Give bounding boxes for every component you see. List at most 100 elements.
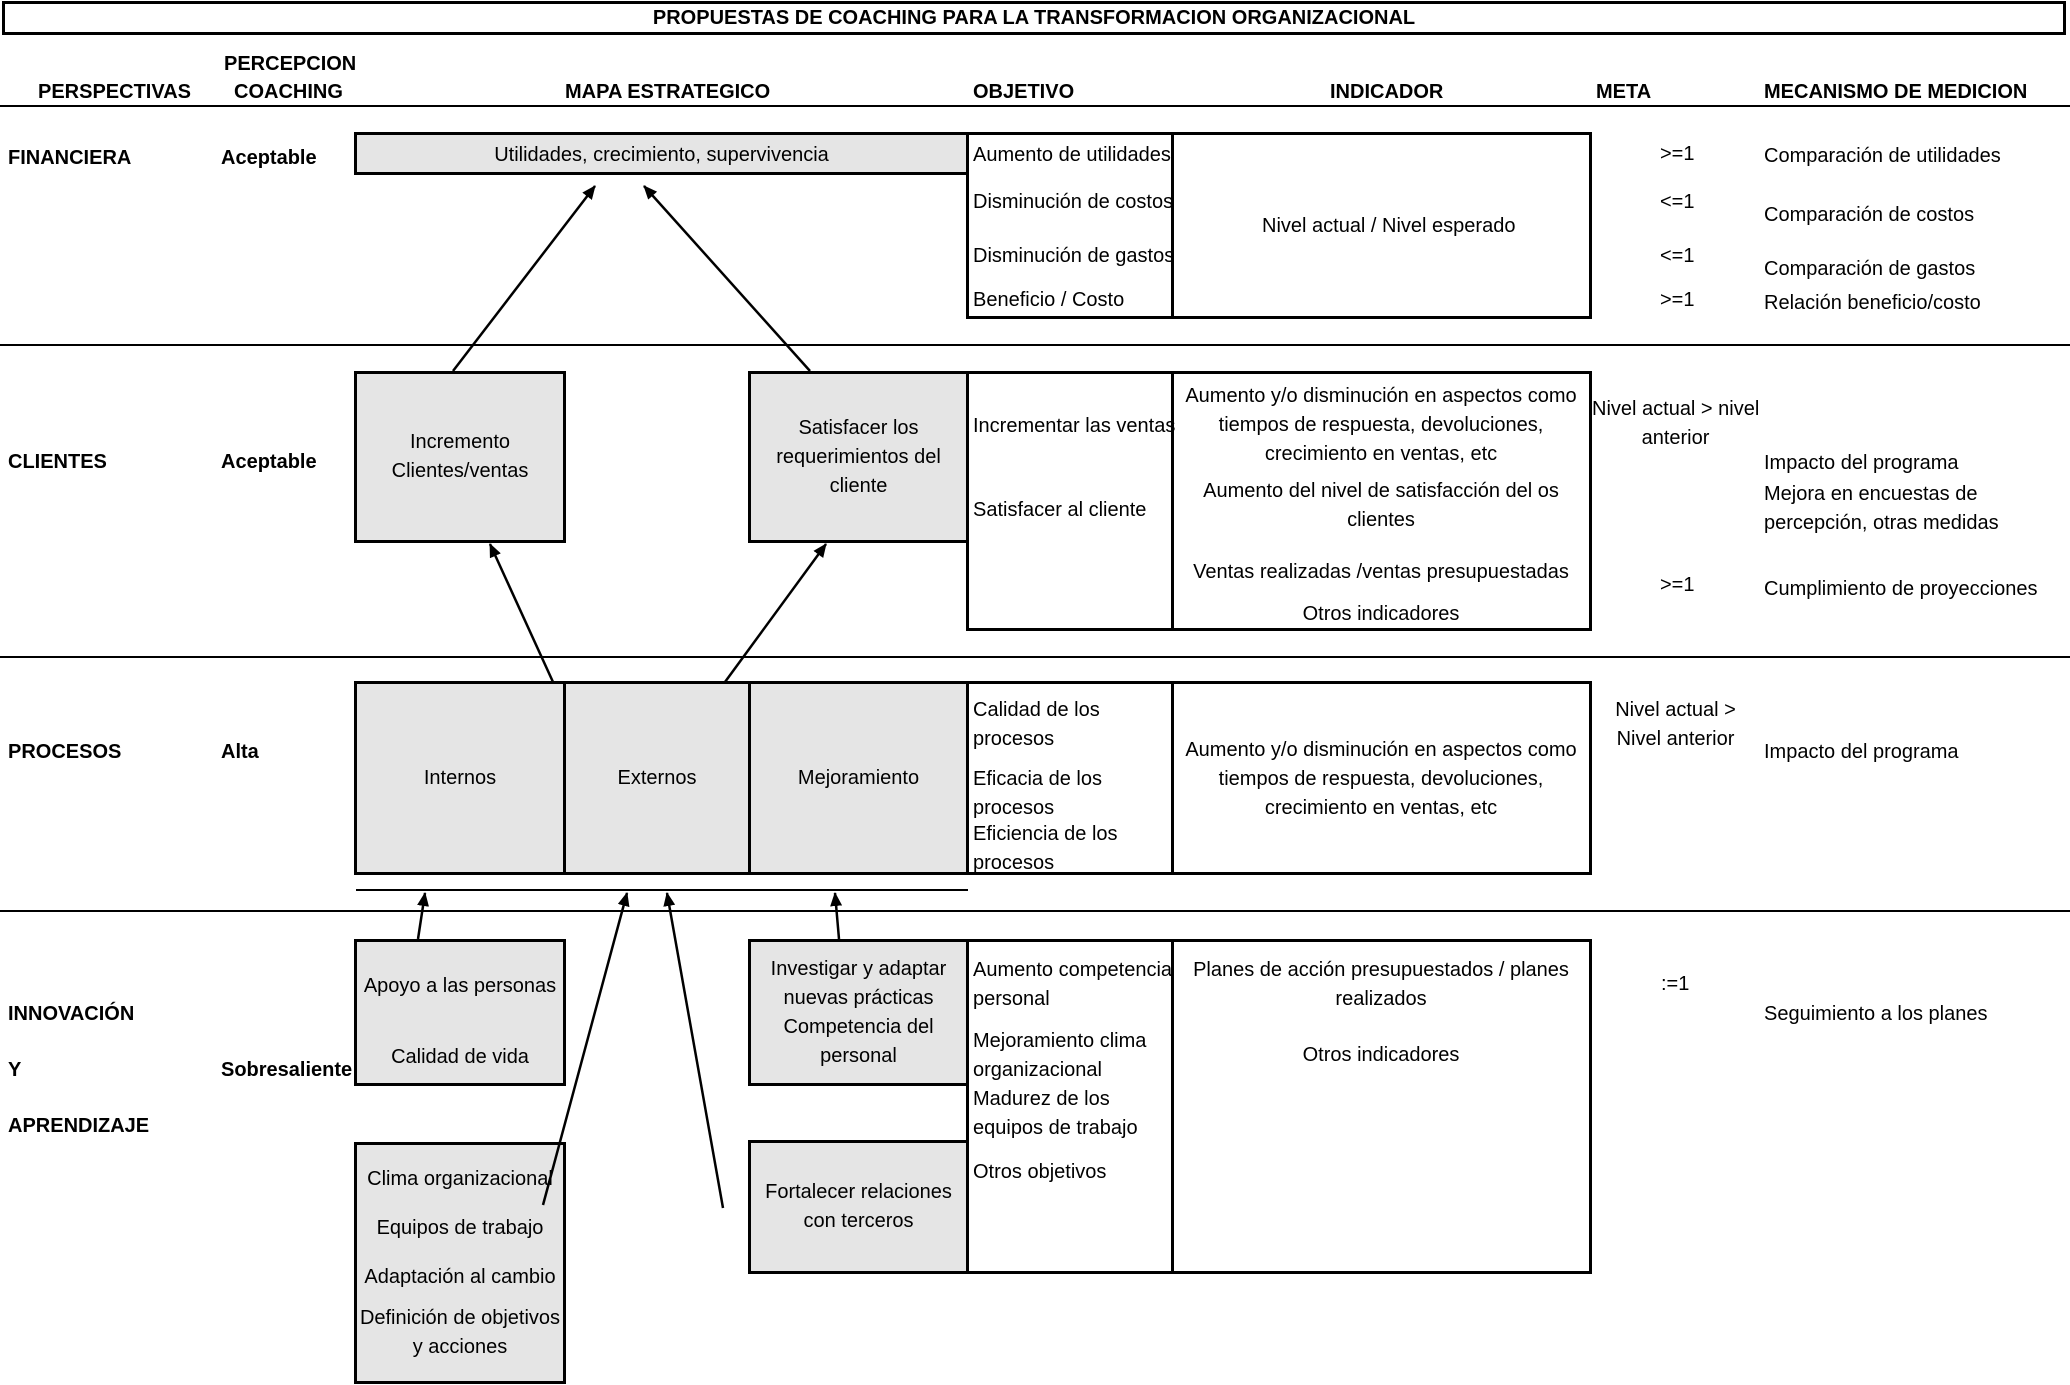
process-base-line — [356, 889, 968, 891]
obj-procesos-3: Eficiencia de los procesos — [973, 820, 1118, 878]
indicator-clientes-1: Aumento y/o disminución en aspectos como… — [1181, 382, 1581, 469]
row-divider-clientes — [0, 656, 2070, 658]
box-internos-label: Internos — [423, 766, 497, 789]
arrow-investigar-to-mejoramiento — [830, 892, 843, 940]
indicator-clientes-2-line-2: clientes — [1347, 509, 1415, 531]
row-divider-financiera — [0, 344, 2070, 346]
indicator-innovacion-1-line-2: realizados — [1335, 988, 1427, 1010]
mecanismo-clientes-2-line-1: Mejora en encuestas de — [1764, 483, 1978, 505]
percepcion-innovacion: Sobresaliente — [221, 1059, 353, 1081]
mecanismo-clientes-2-line-2: percepción, otras medidas — [1764, 512, 1999, 534]
box-mejoramiento-label: Mejoramiento — [797, 766, 920, 789]
indicator-clientes-1-line-2: tiempos de respuesta, devoluciones, — [1218, 414, 1544, 436]
box-incremento-line-2: Clientes/ventas — [391, 460, 529, 482]
indicator-financiera: Nivel actual / Nivel esperado — [1262, 215, 1516, 237]
perspective-financiera: FINANCIERA — [8, 147, 132, 169]
divider-financiera — [1171, 132, 1174, 319]
perspective-procesos: PROCESOS — [8, 741, 122, 763]
arrow-fortalecer-to-externos — [663, 892, 725, 1209]
box-clima-line-5: y acciones — [412, 1335, 508, 1358]
mecanismo-financiera-3: Comparación de gastos — [1764, 258, 1976, 280]
title-bar: PROPUESTAS DE COACHING PARA LA TRANSFORM… — [2, 1, 2066, 35]
perspective-innovacion-1: INNOVACIÓN — [8, 1003, 135, 1025]
percepcion-procesos: Alta — [221, 741, 259, 763]
mecanismo-innovacion: Seguimiento a los planes — [1764, 1003, 1988, 1025]
obj-procesos-2-line-1: Eficacia de los — [973, 768, 1102, 790]
mecanismo-clientes-3: Cumplimiento de proyecciones — [1764, 578, 2038, 600]
mecanismo-financiera-1: Comparación de utilidades — [1764, 145, 2001, 167]
box-utilidades-label: Utilidades, crecimiento, supervivencia — [494, 144, 829, 166]
box-investigar-line-3: Competencia del — [783, 1015, 934, 1038]
meta-financiera-3: <=1 — [1660, 245, 1695, 267]
box-investigar: Investigar y adaptar nuevas prácticas Co… — [748, 939, 969, 1086]
meta-procesos: Nivel actual > Nivel anterior — [1592, 696, 1759, 754]
meta-procesos-line-2: Nivel anterior — [1616, 728, 1735, 750]
divider-procesos — [1171, 681, 1174, 875]
mecanismo-financiera-2: Comparación de costos — [1764, 204, 1975, 226]
box-clima-organizacional: Clima organizacional Equipos de trabajo … — [354, 1142, 566, 1384]
arrow-apoyo-to-internos — [416, 892, 429, 940]
box-externos-label: Externos — [617, 766, 697, 789]
box-satisfacer-line-2: requerimientos del — [776, 445, 941, 468]
mecanismo-clientes-1: Impacto del programa — [1764, 452, 1959, 474]
box-apoyo-line-2: Calidad de vida — [391, 1046, 529, 1068]
mecanismo-clientes-2: Mejora en encuestas de percepción, otras… — [1764, 480, 1999, 538]
meta-procesos-line-1: Nivel actual > — [1615, 699, 1736, 721]
indicator-innovacion-1-line-1: Planes de acción presupuestados / planes — [1193, 959, 1569, 981]
meta-financiera-4: >=1 — [1660, 289, 1695, 311]
meta-clientes-2: >=1 — [1660, 574, 1695, 596]
header-mecanismo: MECANISMO DE MEDICION — [1764, 81, 2028, 103]
box-utilidades: Utilidades, crecimiento, supervivencia — [354, 132, 969, 175]
arrow-clima-to-externos — [541, 892, 630, 1206]
box-fortalecer-line-2: con terceros — [803, 1210, 914, 1232]
obj-innovacion-2-line-1: Mejoramiento clima — [973, 1030, 1147, 1052]
box-clima-line-1: Clima organizacional — [367, 1167, 553, 1190]
indicator-clientes-2: Aumento del nivel de satisfacción del os… — [1181, 477, 1581, 535]
mecanismo-financiera-4: Relación beneficio/costo — [1764, 292, 1981, 314]
percepcion-financiera: Aceptable — [221, 147, 317, 169]
obj-innovacion-3-line-1: Madurez de los — [973, 1088, 1110, 1110]
obj-innovacion-1-line-2: personal — [973, 988, 1050, 1010]
meta-clientes-1: Nivel actual > nivel anterior — [1592, 395, 1759, 453]
obj-innovacion-2-line-2: organizacional — [973, 1059, 1102, 1081]
box-investigar-line-4: personal — [820, 1044, 897, 1067]
obj-financiera-1: Aumento de utilidades — [973, 144, 1171, 166]
obj-procesos-1: Calidad de los procesos — [973, 696, 1100, 754]
obj-financiera-4: Beneficio / Costo — [973, 289, 1125, 311]
meta-clientes-1-line-2: anterior — [1641, 427, 1710, 449]
header-percepcion-1: PERCEPCION — [224, 53, 357, 75]
box-satisfacer-cliente: Satisfacer los requerimientos del client… — [748, 371, 969, 543]
header-percepcion-2: COACHING — [234, 81, 343, 103]
indicator-clientes-3: Ventas realizadas /ventas presupuestadas — [1193, 561, 1569, 583]
box-incremento-line-1: Incremento — [409, 431, 511, 453]
indicator-box-financiera — [966, 132, 1592, 319]
box-investigar-line-2: nuevas prácticas — [783, 986, 934, 1009]
obj-clientes-1: Incrementar las ventas — [973, 415, 1176, 437]
obj-innovacion-2: Mejoramiento clima organizacional — [973, 1027, 1146, 1085]
arrow-satisfacer-to-utilidades — [643, 185, 811, 372]
obj-procesos-1-line-2: procesos — [973, 728, 1055, 750]
perspective-innovacion-3: APRENDIZAJE — [8, 1115, 150, 1137]
header-perspectivas: PERSPECTIVAS — [38, 81, 191, 103]
box-satisfacer-line-1: Satisfacer los — [798, 416, 919, 439]
box-mejoramiento: Mejoramiento — [748, 681, 969, 875]
meta-financiera-2: <=1 — [1660, 191, 1695, 213]
mecanismo-procesos: Impacto del programa — [1764, 741, 1959, 763]
arrow-externos-to-satisfacer — [723, 543, 828, 683]
meta-clientes-1-line-1: Nivel actual > nivel — [1592, 398, 1760, 420]
header-indicador: INDICADOR — [1330, 81, 1444, 103]
box-investigar-line-1: Investigar y adaptar — [770, 957, 947, 980]
divider-clientes — [1171, 371, 1174, 631]
row-divider-procesos — [0, 910, 2070, 912]
obj-innovacion-4-line-1: Otros objetivos — [973, 1161, 1107, 1183]
indicator-procesos-line-2: tiempos de respuesta, devoluciones, — [1218, 768, 1544, 790]
indicator-innovacion-1: Planes de acción presupuestados / planes… — [1181, 956, 1581, 1014]
box-clima-line-4: Definición de objetivos — [359, 1306, 561, 1329]
obj-innovacion-3-line-2: equipos de trabajo — [973, 1117, 1138, 1139]
indicator-box-innovacion — [966, 939, 1592, 1274]
obj-innovacion-1-line-1: Aumento competencia — [973, 959, 1173, 981]
divider-innovacion — [1171, 939, 1174, 1274]
indicator-clientes-1-line-3: crecimiento en ventas, etc — [1264, 443, 1498, 465]
obj-clientes-2: Satisfacer al cliente — [973, 499, 1147, 521]
